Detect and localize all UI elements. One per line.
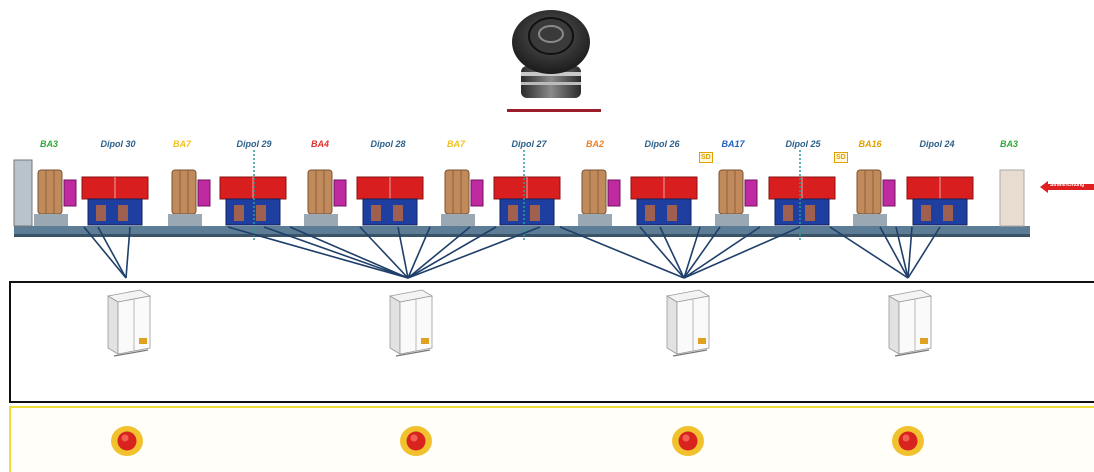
connection-line bbox=[830, 227, 908, 278]
connection-lines bbox=[0, 0, 1094, 300]
connection-line bbox=[560, 227, 684, 278]
connection-line bbox=[896, 227, 908, 278]
emergency-stop-icon[interactable] bbox=[671, 425, 705, 457]
electrical-cabinet-icon[interactable] bbox=[104, 288, 154, 360]
emergency-stop-icon[interactable] bbox=[110, 425, 144, 457]
connection-line bbox=[684, 227, 700, 278]
connection-line bbox=[640, 227, 684, 278]
connection-line bbox=[880, 227, 908, 278]
connection-line bbox=[228, 227, 408, 278]
connection-line bbox=[290, 227, 408, 278]
connection-line bbox=[908, 227, 912, 278]
connection-line bbox=[360, 227, 408, 278]
electrical-cabinet-icon[interactable] bbox=[885, 288, 935, 360]
connection-line bbox=[684, 227, 760, 278]
connection-line bbox=[398, 227, 408, 278]
connection-line bbox=[264, 227, 408, 278]
connection-line bbox=[408, 227, 496, 278]
electrical-cabinet-icon[interactable] bbox=[386, 288, 436, 360]
connection-line bbox=[908, 227, 940, 278]
connection-line bbox=[408, 227, 470, 278]
emergency-stop-panel bbox=[9, 406, 1094, 472]
connection-line bbox=[126, 227, 130, 278]
emergency-stop-icon[interactable] bbox=[891, 425, 925, 457]
connection-line bbox=[98, 227, 126, 278]
connection-line bbox=[408, 227, 540, 278]
electrical-cabinet-icon[interactable] bbox=[663, 288, 713, 360]
emergency-stop-icon[interactable] bbox=[399, 425, 433, 457]
connection-line bbox=[84, 227, 126, 278]
